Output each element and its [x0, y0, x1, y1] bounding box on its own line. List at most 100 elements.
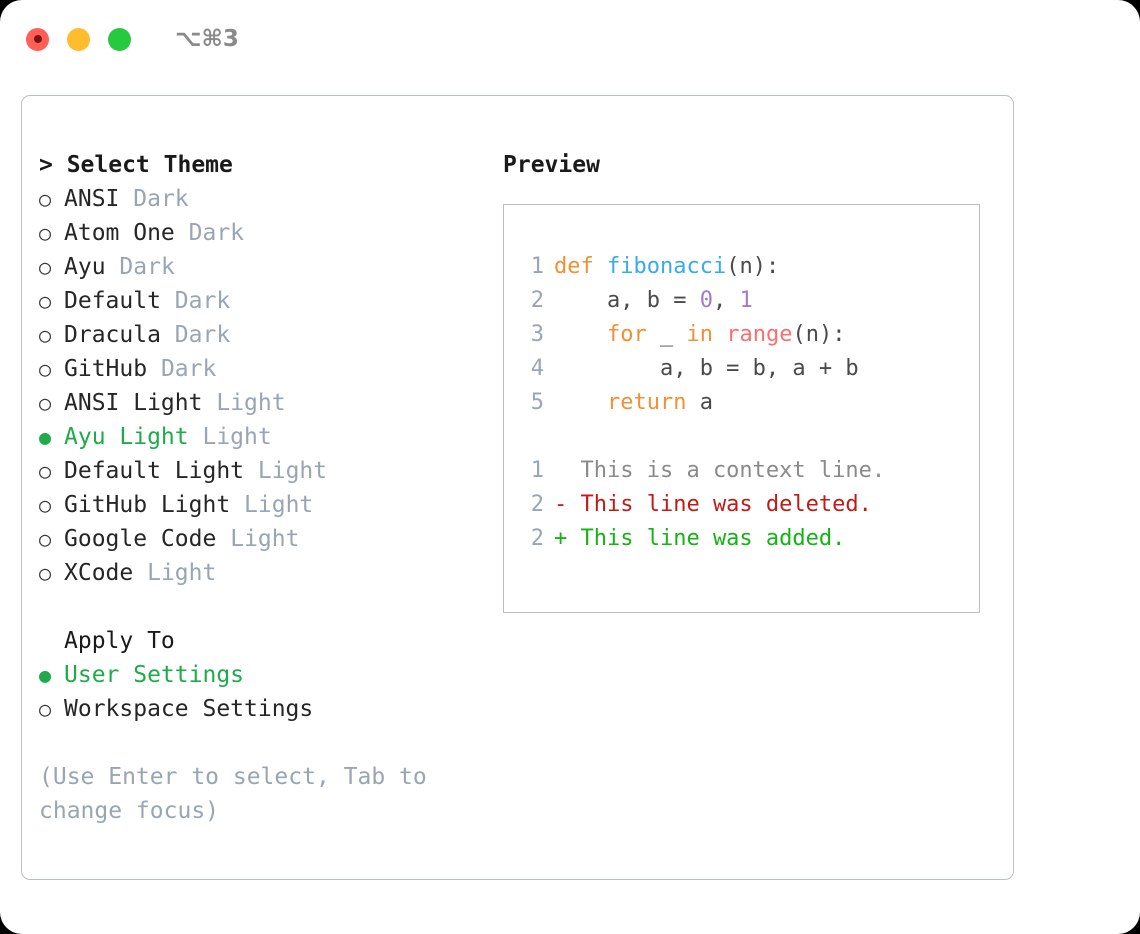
- theme-option-space: [189, 420, 203, 454]
- code-line: 4 a, b = b, a + b: [522, 352, 979, 386]
- line-number: 1: [530, 254, 544, 279]
- line-number: 4: [530, 356, 544, 381]
- diff-sample: 1 This is a context line. 2 - This line …: [522, 454, 979, 556]
- theme-option-label: Atom One: [64, 220, 175, 246]
- code-text: for _ in range(n):: [554, 318, 845, 352]
- line-number: 1: [530, 458, 544, 483]
- close-icon: [33, 35, 42, 43]
- radio-icon: ○: [39, 289, 52, 313]
- line-number: 5: [530, 390, 544, 415]
- line-number: 3: [530, 322, 544, 347]
- theme-option-ayu[interactable]: ○ Ayu Dark: [39, 250, 492, 284]
- close-button[interactable]: [26, 27, 49, 51]
- radio-icon: ○: [39, 527, 52, 551]
- radio-selected-icon: ●: [39, 663, 52, 687]
- diff-line-added: 2 + This line was added.: [522, 522, 979, 556]
- theme-option-ansi-light[interactable]: ○ ANSI Light Light: [39, 386, 492, 420]
- theme-option-space: [161, 318, 175, 352]
- diff-line-context: 1 This is a context line.: [522, 454, 979, 488]
- theme-option-default-light[interactable]: ○ Default Light Light: [39, 454, 492, 488]
- apply-to-option-list: ● User Settings ○ Workspace Settings: [39, 658, 492, 726]
- radio-icon: ○: [39, 221, 52, 245]
- token-keyword: for: [606, 322, 647, 347]
- theme-option-space: [147, 352, 161, 386]
- theme-option-space: [133, 556, 147, 590]
- theme-option-suffix: Dark: [119, 254, 175, 280]
- theme-option-suffix: Light: [202, 424, 272, 450]
- theme-option-label: Default: [64, 288, 161, 314]
- maximize-button[interactable]: [108, 27, 131, 51]
- theme-option-ayu-light[interactable]: ● Ayu Light Light: [39, 420, 492, 454]
- theme-option-xcode[interactable]: ○ XCode Light: [39, 556, 492, 590]
- apply-option-user-settings[interactable]: ● User Settings: [39, 658, 492, 692]
- diff-line-deleted: 2 - This line was deleted.: [522, 488, 979, 522]
- token-plain: a, b =: [554, 288, 700, 313]
- token-number: 1: [739, 288, 753, 313]
- theme-option-suffix: Light: [216, 390, 286, 416]
- code-line: 5 return a: [522, 386, 979, 420]
- radio-icon: ○: [39, 255, 52, 279]
- apply-option-workspace-settings[interactable]: ○ Workspace Settings: [39, 692, 492, 726]
- window-controls: [26, 27, 131, 51]
- theme-option-label: GitHub: [64, 356, 148, 382]
- minimize-button[interactable]: [67, 27, 90, 51]
- token-number: 0: [699, 288, 713, 313]
- select-theme-header: > Select Theme: [39, 152, 233, 178]
- line-number: 2: [530, 288, 544, 313]
- code-text: a, b = 0, 1: [554, 284, 753, 318]
- theme-option-suffix: Light: [257, 458, 328, 484]
- radio-icon: ○: [39, 323, 52, 347]
- diff-text: - This line was deleted.: [554, 492, 872, 517]
- code-text: def fibonacci(n):: [554, 250, 779, 284]
- code-text: a, b = b, a + b: [554, 352, 859, 386]
- theme-option-label: Default Light: [64, 458, 245, 484]
- token-function: fibonacci: [607, 254, 727, 279]
- theme-option-space: [106, 250, 120, 284]
- theme-option-google-code[interactable]: ○ Google Code Light: [39, 522, 492, 556]
- token-plain: (n):: [792, 322, 846, 347]
- theme-option-suffix: Dark: [160, 356, 217, 382]
- apply-option-label: User Settings: [64, 662, 245, 688]
- theme-picker-panel: > Select Theme ○ ANSI Dark ○ Atom One Da…: [21, 95, 1014, 880]
- theme-option-ansi[interactable]: ○ ANSI Dark: [39, 182, 492, 216]
- theme-option-label: Ayu Light: [64, 424, 189, 450]
- code-line: 1 def fibonacci(n):: [522, 250, 979, 284]
- token-plain: (n):: [726, 254, 780, 279]
- theme-option-list: ○ ANSI Dark ○ Atom One Dark ○ Ayu: [39, 182, 492, 590]
- theme-option-suffix: Light: [244, 492, 314, 518]
- theme-list-column: > Select Theme ○ ANSI Dark ○ Atom One Da…: [22, 96, 492, 879]
- theme-option-suffix: Light: [147, 560, 217, 586]
- preview-header: Preview: [503, 152, 600, 178]
- radio-icon: ○: [39, 187, 52, 211]
- theme-option-atom-one[interactable]: ○ Atom One Dark: [39, 216, 492, 250]
- apply-to-header: Apply To: [64, 628, 175, 654]
- diff-text: + This line was added.: [554, 526, 846, 551]
- keyboard-shortcut-label: ⌥⌘3: [175, 26, 239, 52]
- theme-option-label: Ayu: [64, 254, 106, 280]
- code-text: return a: [554, 386, 713, 420]
- title-bar: ⌥⌘3: [0, 0, 1140, 78]
- theme-option-suffix: Dark: [174, 288, 231, 314]
- token-plain: a: [686, 390, 713, 415]
- token-keyword: return: [606, 390, 687, 415]
- radio-icon: ○: [39, 561, 52, 585]
- radio-icon: ○: [39, 697, 52, 721]
- radio-icon: ○: [39, 391, 52, 415]
- preview-spacer: [522, 420, 979, 454]
- theme-option-space: [161, 284, 175, 318]
- theme-option-dracula[interactable]: ○ Dracula Dark: [39, 318, 492, 352]
- theme-option-github[interactable]: ○ GitHub Dark: [39, 352, 492, 386]
- theme-option-suffix: Dark: [133, 186, 189, 212]
- token-plain: [713, 322, 726, 347]
- theme-option-label: ANSI: [64, 186, 120, 212]
- theme-option-label: GitHub Light: [64, 492, 231, 518]
- token-plain: a, b = b, a + b: [554, 356, 859, 381]
- theme-option-space: [202, 386, 216, 420]
- theme-option-github-light[interactable]: ○ GitHub Light Light: [39, 488, 492, 522]
- code-line: 3 for _ in range(n):: [522, 318, 979, 352]
- theme-option-default[interactable]: ○ Default Dark: [39, 284, 492, 318]
- token-plain: [554, 322, 607, 347]
- line-number: 2: [530, 492, 544, 517]
- token-keyword: def: [554, 254, 594, 279]
